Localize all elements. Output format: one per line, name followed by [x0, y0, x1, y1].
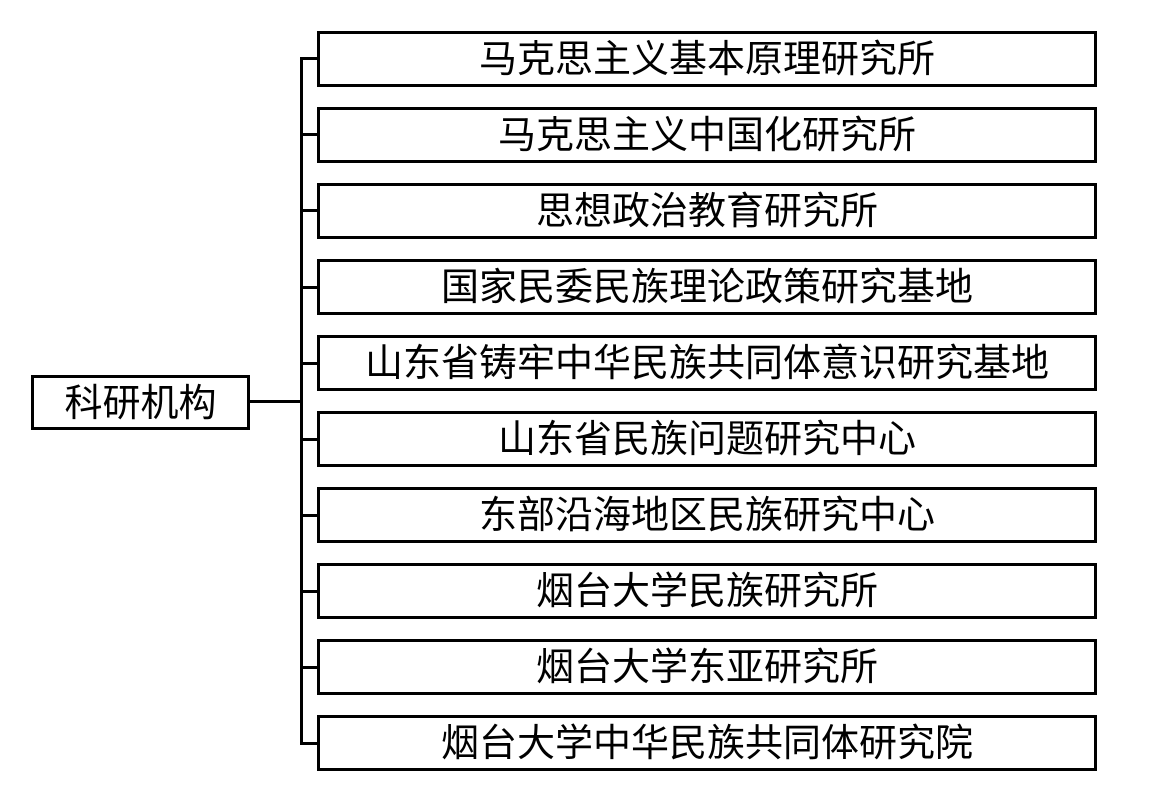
child-label: 国家民委民族理论政策研究基地	[440, 265, 973, 309]
child-node-7: 东部沿海地区民族研究中心	[317, 487, 1097, 543]
branch-line-10	[300, 742, 318, 745]
child-label: 烟台大学东亚研究所	[535, 645, 878, 689]
child-node-2: 马克思主义中国化研究所	[317, 107, 1097, 163]
child-node-6: 山东省民族问题研究中心	[317, 411, 1097, 467]
trunk-line	[300, 57, 303, 744]
branch-line-5	[300, 362, 318, 365]
child-label: 马克思主义中国化研究所	[497, 113, 916, 157]
child-label: 马克思主义基本原理研究所	[478, 37, 935, 81]
child-node-8: 烟台大学民族研究所	[317, 563, 1097, 619]
child-label: 烟台大学民族研究所	[535, 569, 878, 613]
child-node-1: 马克思主义基本原理研究所	[317, 31, 1097, 87]
branch-line-3	[300, 209, 318, 212]
child-label: 东部沿海地区民族研究中心	[478, 493, 935, 537]
child-node-5: 山东省铸牢中华民族共同体意识研究基地	[317, 335, 1097, 391]
child-node-9: 烟台大学东亚研究所	[317, 639, 1097, 695]
branch-line-8	[300, 590, 318, 593]
branch-line-9	[300, 666, 318, 669]
child-label: 烟台大学中华民族共同体研究院	[440, 721, 973, 765]
branch-line-7	[300, 514, 318, 517]
root-node: 科研机构	[31, 375, 250, 430]
root-label: 科研机构	[64, 380, 217, 425]
branch-line-6	[300, 438, 318, 441]
child-node-10: 烟台大学中华民族共同体研究院	[317, 715, 1097, 771]
child-label: 思想政治教育研究所	[535, 189, 878, 233]
root-connector	[250, 400, 302, 403]
branch-line-1	[300, 57, 318, 60]
child-label: 山东省民族问题研究中心	[497, 417, 916, 461]
child-label: 山东省铸牢中华民族共同体意识研究基地	[364, 341, 1049, 385]
child-node-4: 国家民委民族理论政策研究基地	[317, 259, 1097, 315]
branch-line-4	[300, 286, 318, 289]
branch-line-2	[300, 133, 318, 136]
child-node-3: 思想政治教育研究所	[317, 183, 1097, 239]
